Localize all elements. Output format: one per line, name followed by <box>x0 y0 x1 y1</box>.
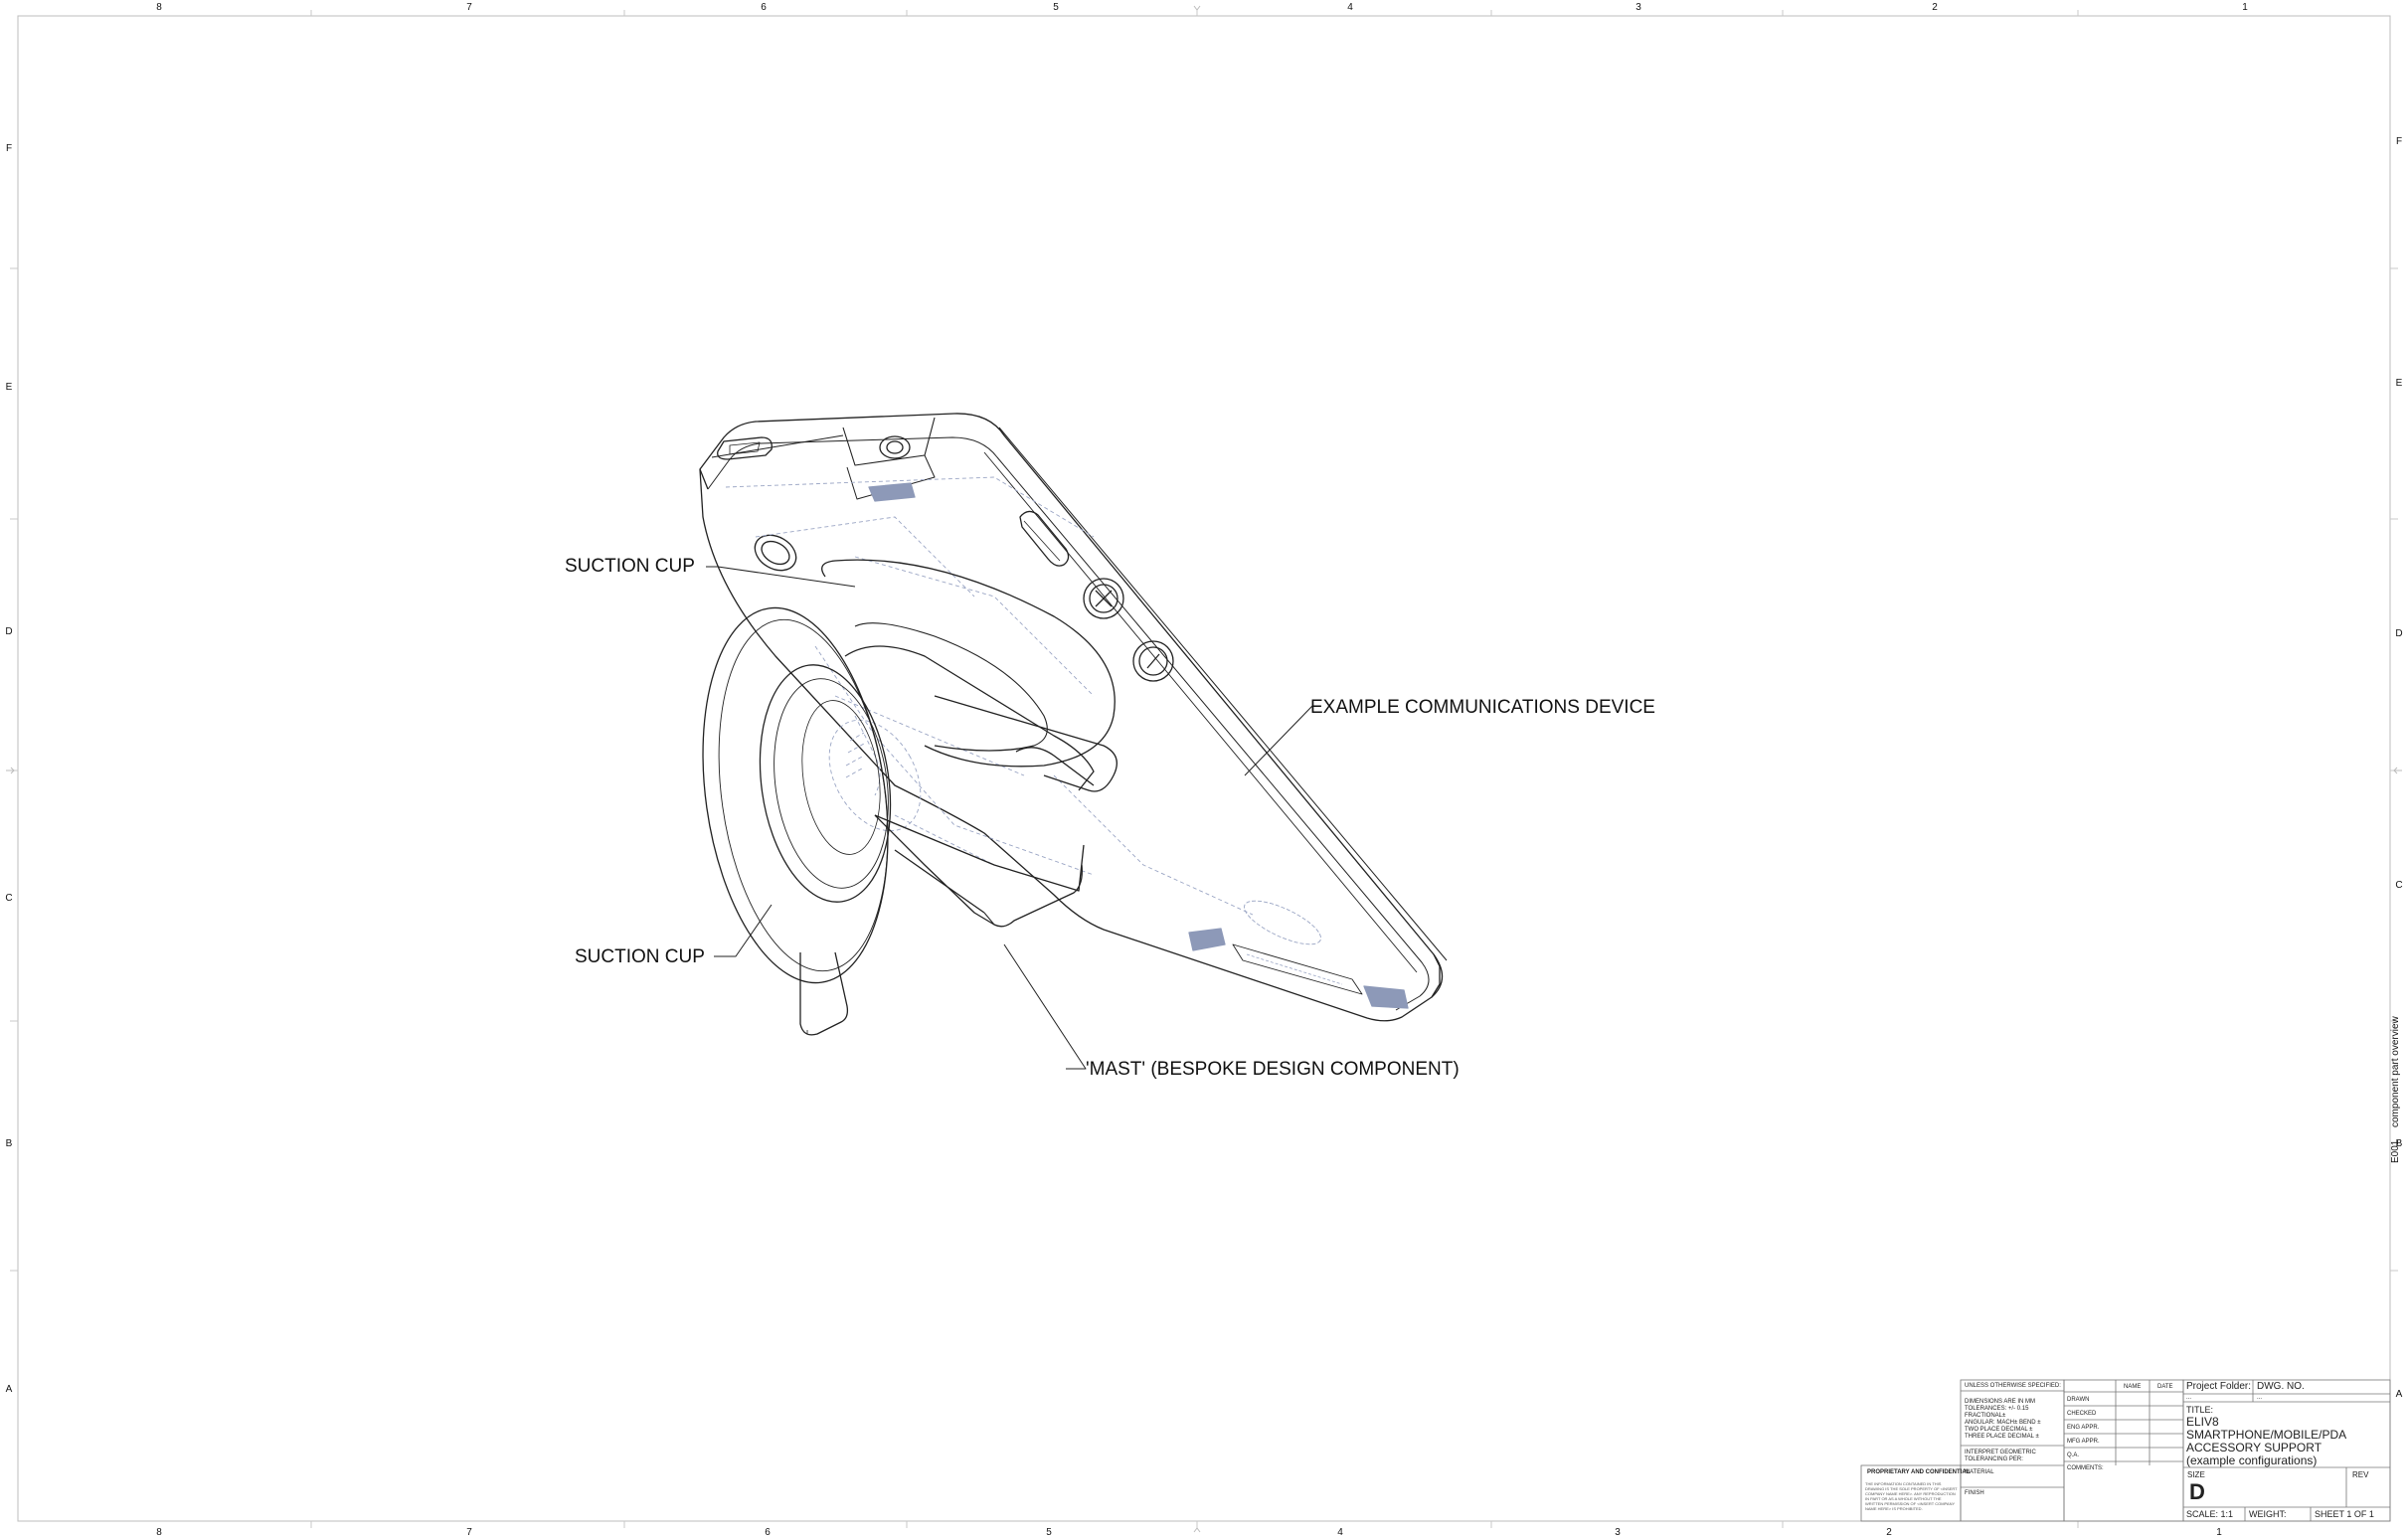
tb-proprietary: PROPRIETARY AND CONFIDENTIAL <box>1867 1469 1971 1475</box>
col-label-7: 7 <box>466 2 472 13</box>
suction-cup-front <box>702 606 892 1036</box>
row-label-E-right: E <box>2396 378 2403 389</box>
row-label-A: A <box>6 1384 13 1395</box>
row-label-D-right: D <box>2395 628 2402 639</box>
col-label-3: 3 <box>1635 2 1641 13</box>
col-label-6-bottom: 6 <box>765 1527 771 1538</box>
row-label-B: B <box>6 1138 13 1149</box>
callout-mast: 'MAST' (BESPOKE DESIGN COMPONENT) <box>1086 1059 1460 1080</box>
col-label-5-bottom: 5 <box>1046 1527 1052 1538</box>
tb-col-name: NAME <box>2124 1384 2142 1390</box>
row-label-F: F <box>6 143 12 154</box>
tb-size-label: SIZE <box>2187 1470 2205 1479</box>
tb-project-folder-label: Project Folder: <box>2186 1381 2252 1392</box>
leader-lines <box>706 566 1087 1070</box>
col-label-8: 8 <box>156 2 162 13</box>
col-label-3-bottom: 3 <box>1615 1527 1621 1538</box>
tb-three-place: THREE PLACE DECIMAL ± <box>1965 1434 2039 1440</box>
tb-row-checked: CHECKED <box>2067 1411 2097 1417</box>
tb-dwg-no-value: ... <box>2257 1395 2263 1401</box>
side-note: E001 component part overview <box>2390 1015 2401 1163</box>
callout-suction-cup-top: SUCTION CUP <box>565 556 695 577</box>
isometric-assembly-drawing <box>699 413 1448 1070</box>
tb-size-value: D <box>2189 1479 2205 1504</box>
title-block-frame <box>1860 1379 2391 1522</box>
tb-title-line-4: (example configurations) <box>2186 1454 2318 1467</box>
row-label-B-right: B <box>2396 1138 2403 1149</box>
communications-device <box>699 413 1448 1022</box>
tb-title-line-1: ELIV8 <box>2186 1415 2219 1429</box>
tb-col-date: DATE <box>2157 1384 2173 1390</box>
tb-dwg-no-label: DWG. NO. <box>2257 1381 2305 1392</box>
tb-title-line-3: ACCESSORY SUPPORT <box>2186 1441 2322 1454</box>
col-label-7-bottom: 7 <box>466 1527 472 1538</box>
row-label-E: E <box>6 382 13 393</box>
col-label-1: 1 <box>2242 2 2248 13</box>
col-label-4-bottom: 4 <box>1337 1527 1343 1538</box>
col-label-1-bottom: 1 <box>2216 1527 2222 1538</box>
tb-row-eng: ENG APPR. <box>2067 1425 2100 1431</box>
tb-dimensions: DIMENSIONS ARE IN MM <box>1965 1399 2036 1405</box>
tb-row-qa: Q.A. <box>2067 1453 2080 1458</box>
row-label-C-right: C <box>2395 880 2402 891</box>
tb-angular: ANGULAR: MACH± BEND ± <box>1965 1420 2041 1426</box>
sheet-border <box>17 15 2391 1522</box>
callout-suction-cup-bottom: SUCTION CUP <box>575 946 705 967</box>
tb-scale: SCALE: 1:1 <box>2186 1509 2234 1519</box>
tb-material: MATERIAL <box>1965 1469 1994 1475</box>
col-label-2: 2 <box>1932 2 1938 13</box>
callout-device: EXAMPLE COMMUNICATIONS DEVICE <box>1310 697 1655 718</box>
tb-title-line-2: SMARTPHONE/MOBILE/PDA <box>2186 1428 2347 1442</box>
row-label-A-right: A <box>2396 1389 2403 1400</box>
tb-tolerances: TOLERANCES: +/- 0.15 <box>1965 1406 2029 1412</box>
tb-finish: FINISH <box>1965 1490 1984 1496</box>
center-marks <box>6 5 2402 1533</box>
tb-two-place: TWO PLACE DECIMAL ± <box>1965 1427 2033 1433</box>
tb-sheet: SHEET 1 OF 1 <box>2315 1509 2374 1519</box>
tb-row-comments: COMMENTS: <box>2067 1465 2104 1471</box>
tb-project-folder-value: ... <box>2186 1395 2192 1401</box>
tb-title-label: TITLE: <box>2186 1405 2214 1415</box>
tb-interpret: INTERPRET GEOMETRIC TOLERANCING PER: <box>1965 1450 2036 1462</box>
col-label-8-bottom: 8 <box>156 1527 162 1538</box>
tb-unless: UNLESS OTHERWISE SPECIFIED: <box>1965 1383 2061 1389</box>
tb-row-drawn: DRAWN <box>2067 1397 2090 1403</box>
row-label-F-right: F <box>2396 136 2402 147</box>
col-label-6: 6 <box>761 2 767 13</box>
side-note-code: E001 <box>2390 1139 2401 1163</box>
tb-weight: WEIGHT: <box>2249 1509 2287 1519</box>
col-label-2-bottom: 2 <box>1886 1527 1892 1538</box>
col-label-5: 5 <box>1053 2 1059 13</box>
tb-row-mfg: MFG APPR. <box>2067 1439 2100 1445</box>
col-label-4: 4 <box>1347 2 1353 13</box>
tb-fractional: FRACTIONAL± <box>1965 1413 2006 1419</box>
tb-rev-label: REV <box>2352 1470 2369 1479</box>
tb-proprietary-text: THE INFORMATION CONTAINED IN THIS DRAWIN… <box>1865 1481 1958 1511</box>
mast <box>844 645 1118 928</box>
row-label-C: C <box>5 893 12 904</box>
row-label-D: D <box>5 626 12 637</box>
side-note-text: component part overview <box>2390 1015 2401 1127</box>
